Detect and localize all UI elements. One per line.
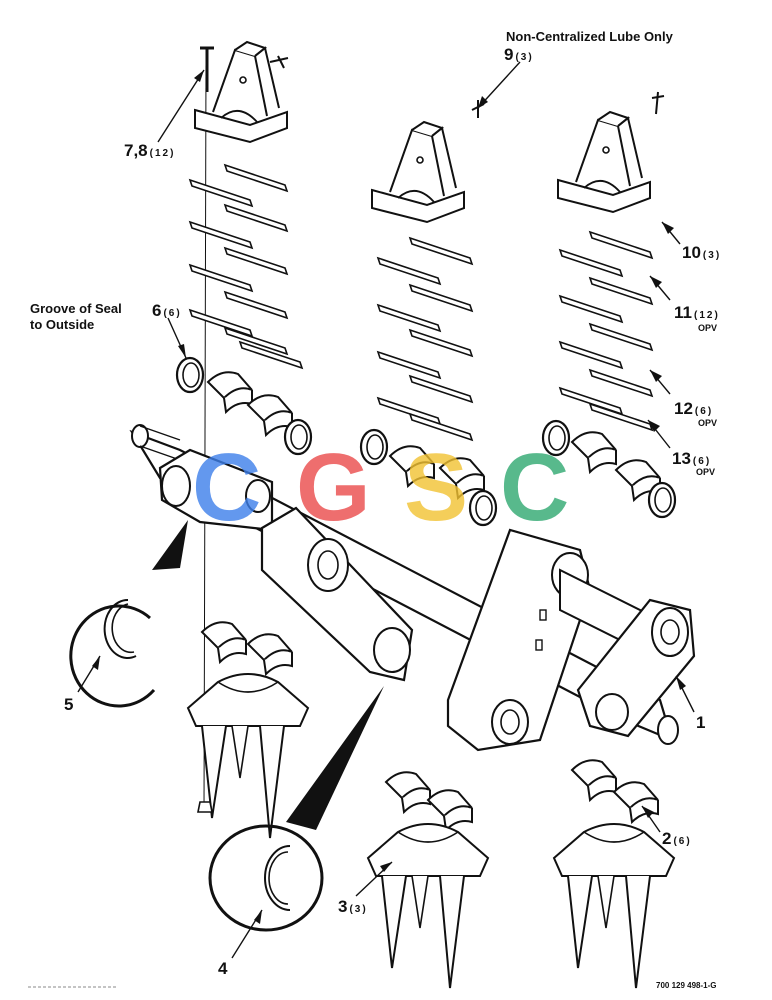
callout-9: 9(3) — [504, 46, 534, 64]
callout-number: 4 — [218, 959, 228, 978]
callout-6: 6(6) — [152, 302, 182, 320]
callout-2: 2(6) — [662, 830, 692, 848]
callout-13-note: OPV — [696, 467, 716, 477]
watermark-letter: G — [296, 434, 371, 541]
watermark-letter: C — [192, 434, 262, 541]
lube-note: Non-Centralized Lube Only — [506, 29, 673, 44]
callout-number: 1 — [696, 713, 706, 732]
callout-3: 3(3) — [338, 898, 368, 916]
callout-number: 3 — [338, 897, 348, 916]
callout-number: 6 — [152, 301, 162, 320]
callout-qty: (12) — [149, 148, 176, 159]
callout-11-note: OPV — [698, 323, 718, 333]
callout-12: 12(6) — [674, 400, 713, 418]
callout-7-8: 7,8(12) — [124, 142, 175, 160]
callout-qty: (6) — [694, 406, 714, 417]
seal-note-line1: Groove of Seal — [30, 301, 122, 316]
callout-1: 1 — [696, 714, 705, 732]
watermark-letter: C — [500, 434, 570, 541]
callout-number: 2 — [662, 829, 672, 848]
callout-qty: (6) — [163, 308, 182, 319]
callout-5: 5 — [64, 696, 73, 714]
callout-12-note: OPV — [698, 418, 718, 428]
callout-number: 13 — [672, 449, 691, 468]
callout-number: 11 — [674, 303, 692, 322]
callout-number: 9 — [504, 45, 514, 64]
callout-number: 7,8 — [124, 141, 148, 160]
callout-number: 5 — [64, 695, 74, 714]
callout-11: 11(12) — [674, 304, 720, 322]
callout-number: 12 — [674, 399, 693, 418]
callout-qty: (6) — [692, 456, 712, 467]
drawing-number: 700 129 498-1-G — [656, 981, 717, 990]
callout-qty: (12) — [693, 310, 720, 321]
callout-4: 4 — [218, 960, 227, 978]
callout-qty: (3) — [349, 904, 368, 915]
callout-10: 10(3) — [682, 244, 721, 262]
callout-qty: (3) — [702, 250, 722, 261]
callout-qty: (3) — [515, 52, 534, 63]
callout-13: 13(6) — [672, 450, 711, 468]
seal-note-line2: to Outside — [30, 317, 95, 332]
callout-qty: (6) — [673, 836, 692, 847]
watermark-letter: S — [404, 434, 469, 541]
callout-number: 10 — [682, 243, 701, 262]
